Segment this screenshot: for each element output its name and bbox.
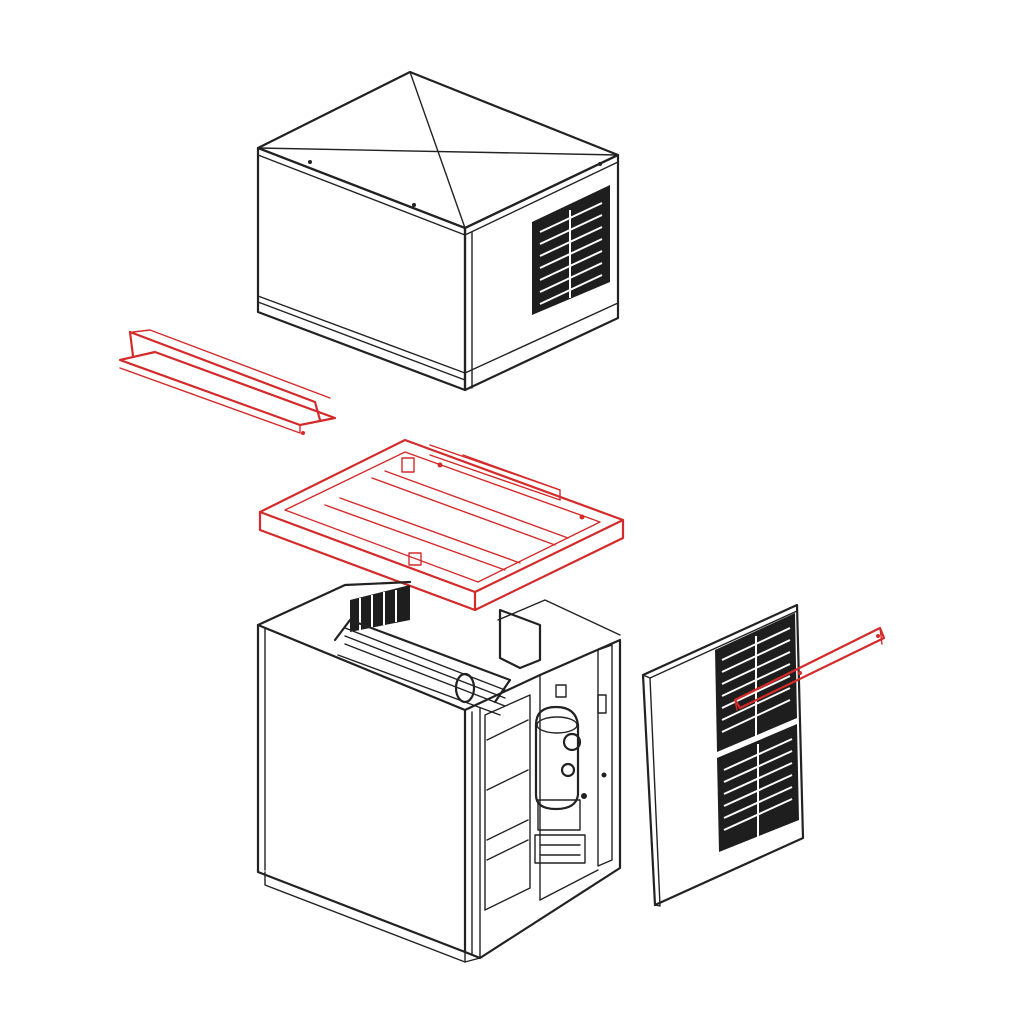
top-frame	[258, 438, 625, 612]
top-cover	[256, 70, 620, 392]
side-rail-bracket	[118, 329, 337, 435]
side-panel-rail	[733, 626, 886, 711]
base-cabinet	[256, 580, 622, 963]
compressor	[534, 684, 607, 864]
side-panel	[641, 603, 805, 907]
evaporator-coil	[333, 585, 542, 716]
